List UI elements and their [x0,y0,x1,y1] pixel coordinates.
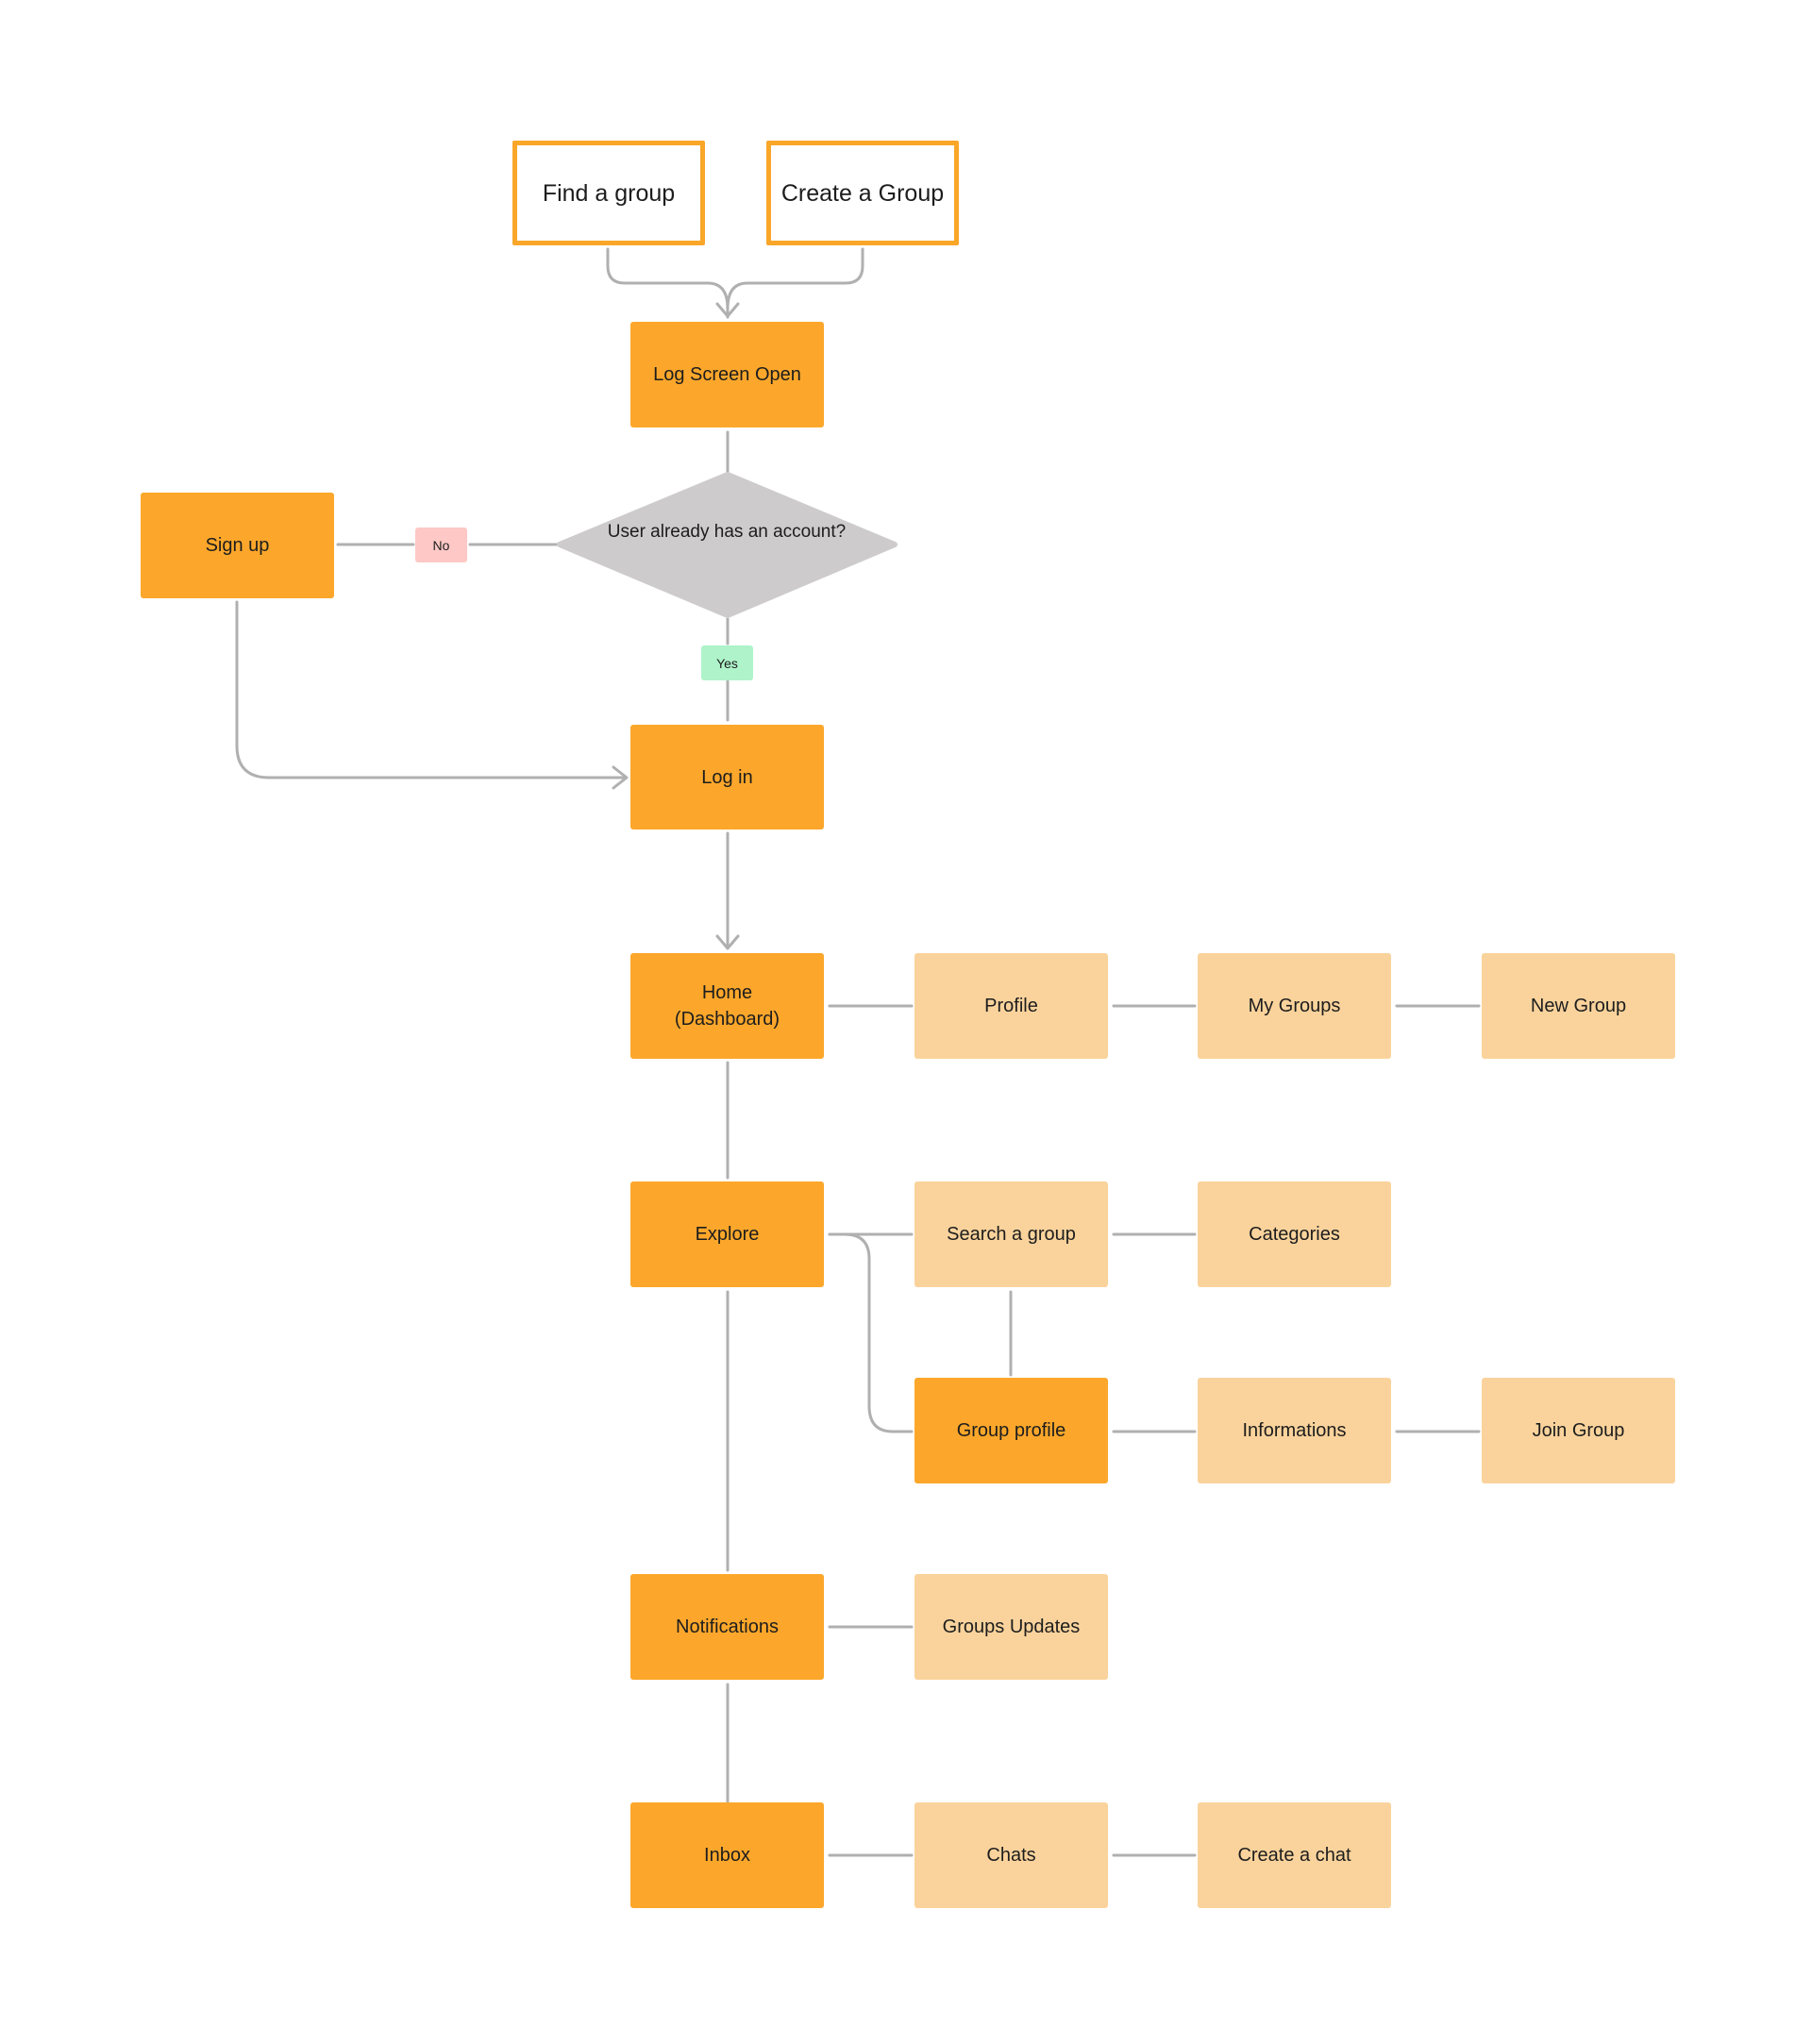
notifications-node: Notifications [630,1574,824,1680]
groups-updates-label: Groups Updates [942,1617,1081,1637]
home-label-line1: Home [701,982,753,1003]
groups-updates-node: Groups Updates [914,1574,1108,1680]
informations-node: Informations [1198,1378,1391,1483]
create-group-label: Create a Group [780,179,945,207]
find-group-node: Find a group [512,141,705,245]
inbox-node: Inbox [630,1802,824,1908]
yes-badge-label: Yes [716,655,738,671]
new-group-label: New Group [1530,996,1627,1016]
log-in-label: Log in [701,766,753,788]
my-groups-label: My Groups [1248,996,1341,1016]
categories-node: Categories [1198,1181,1391,1287]
yes-badge: Yes [701,645,753,680]
profile-label: Profile [984,996,1038,1016]
explore-node: Explore [630,1181,824,1287]
search-group-node: Search a group [914,1181,1108,1287]
log-screen-node: Log Screen Open [630,322,824,427]
sign-up-node: Sign up [141,493,334,598]
connector-find-group [606,247,730,319]
my-groups-node: My Groups [1198,953,1391,1059]
group-profile-node: Group profile [914,1378,1108,1483]
arrow-to-log-screen [715,302,740,318]
home-label-line2: (Dashboard) [674,1009,780,1030]
home-node: Home (Dashboard) [630,953,824,1059]
decision-label: User already has an account? [595,519,859,545]
search-group-label: Search a group [947,1224,1076,1245]
decision-label-line2: an account? [747,522,847,542]
log-in-node: Log in [630,725,824,829]
create-chat-label: Create a chat [1237,1845,1351,1866]
notifications-label: Notifications [676,1617,779,1637]
categories-label: Categories [1249,1224,1340,1245]
explore-label: Explore [695,1224,760,1245]
arrow-to-home [715,934,740,950]
connector-create-group [726,247,864,319]
group-profile-label: Group profile [956,1420,1066,1441]
no-badge: No [415,528,467,562]
connector-signup-login [235,600,627,779]
decision-label-line1: User already has [607,522,744,542]
create-group-node: Create a Group [766,141,959,245]
chats-label: Chats [986,1845,1036,1866]
create-chat-node: Create a chat [1198,1802,1391,1908]
decision-diamond [557,472,898,618]
profile-node: Profile [914,953,1108,1059]
join-group-label: Join Group [1532,1420,1625,1441]
sign-up-label: Sign up [205,535,270,556]
informations-label: Informations [1242,1420,1347,1441]
inbox-label: Inbox [704,1845,750,1866]
new-group-node: New Group [1482,953,1675,1059]
chats-node: Chats [914,1802,1108,1908]
arrow-to-login [612,765,629,790]
connector-explore-groupprofile [828,1232,914,1433]
log-screen-label: Log Screen Open [653,364,801,385]
find-group-label: Find a group [542,179,676,207]
no-badge-label: No [432,537,450,553]
join-group-node: Join Group [1482,1378,1675,1483]
